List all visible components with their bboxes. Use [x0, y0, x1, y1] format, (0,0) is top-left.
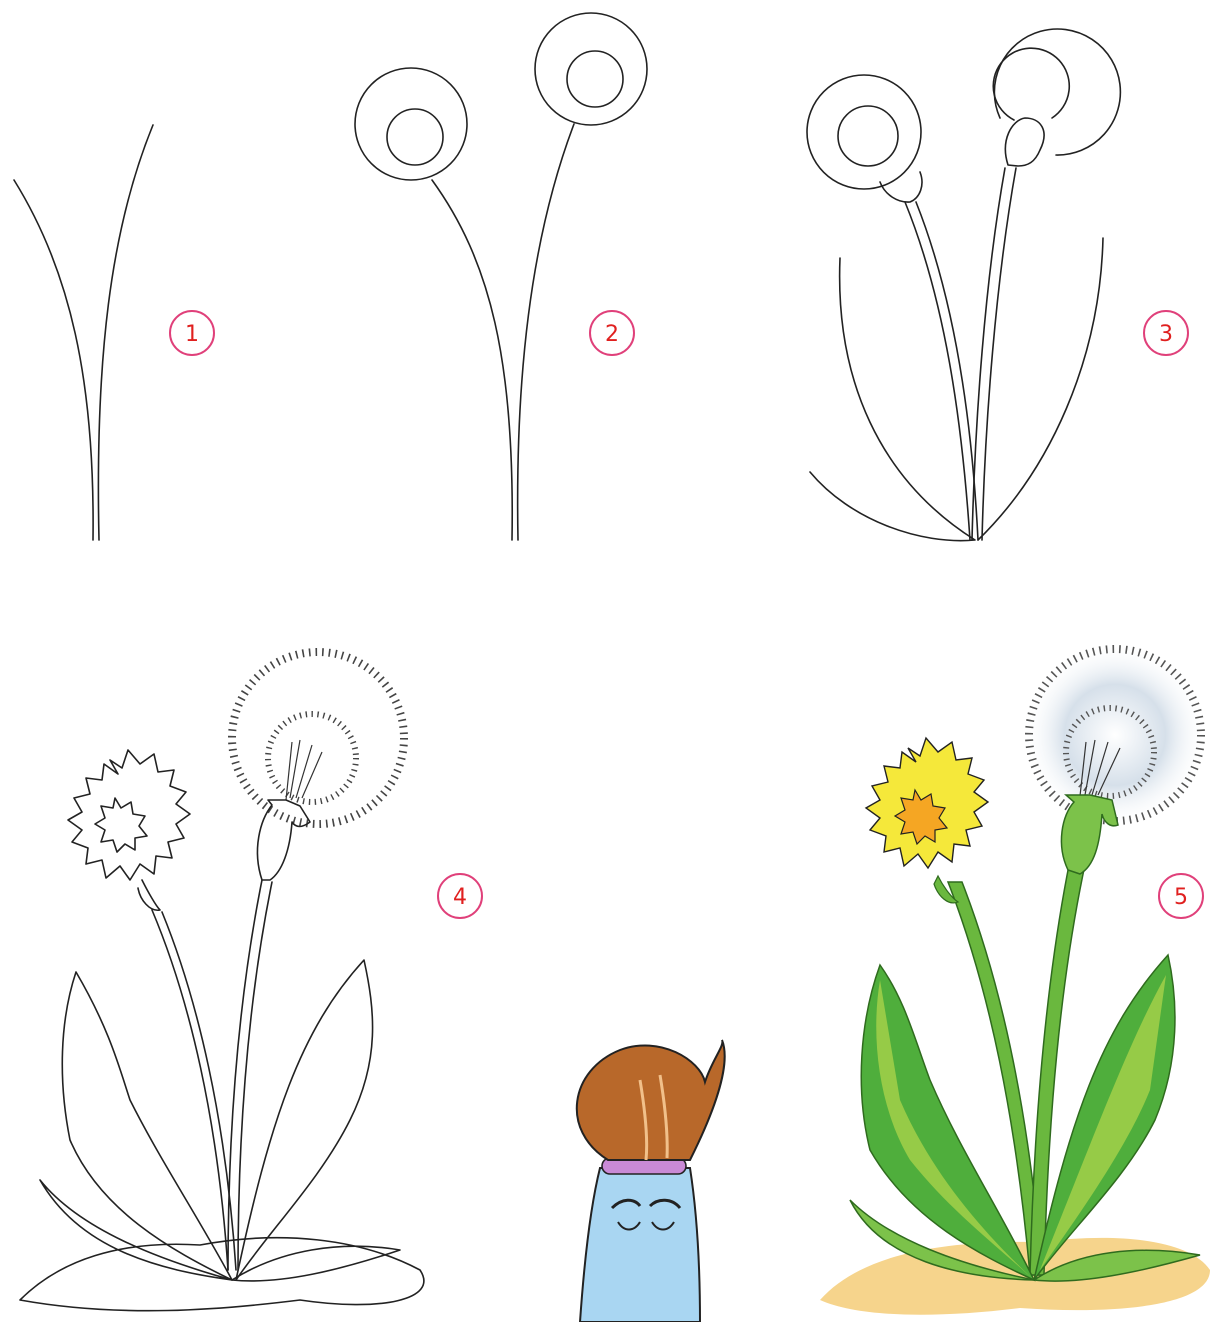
step-4-drawing — [20, 652, 424, 1311]
step-number: 3 — [1159, 322, 1173, 347]
step-number: 2 — [605, 322, 619, 347]
step-2-drawing — [355, 13, 647, 540]
step-badge-3: 3 — [1144, 311, 1188, 355]
paintbrush-mascot — [577, 1040, 725, 1322]
step-number: 1 — [185, 322, 199, 347]
step-3-drawing — [807, 29, 1120, 541]
step-badge-2: 2 — [590, 311, 634, 355]
step-badge-1: 1 — [170, 311, 214, 355]
step-5-drawing — [820, 643, 1210, 1315]
step-number: 5 — [1174, 885, 1188, 910]
step-number: 4 — [453, 885, 467, 910]
step-1-drawing — [14, 125, 153, 540]
step-badge-4: 4 — [438, 874, 482, 918]
step-badge-5: 5 — [1159, 874, 1203, 918]
